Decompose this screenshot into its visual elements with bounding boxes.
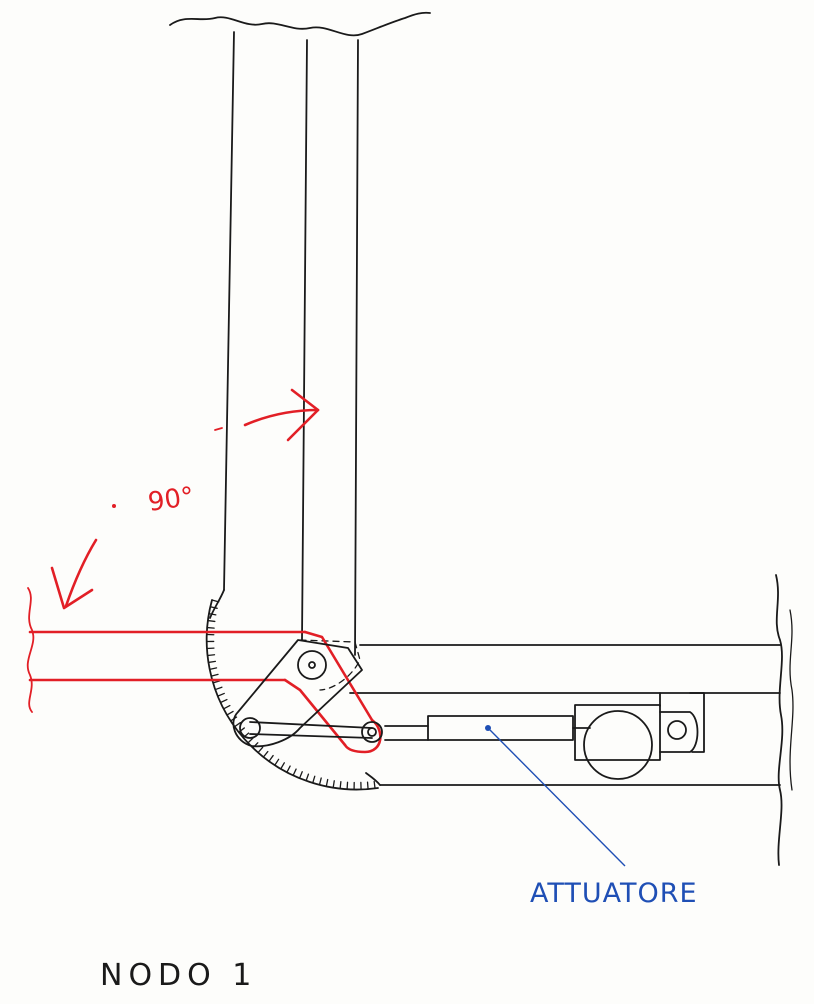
gear-tooth: [214, 686, 223, 691]
horizontal-member: [349, 644, 781, 786]
toothed-sector-gear: [205, 599, 379, 791]
right-break-line-2: [789, 609, 794, 791]
actuator: [384, 692, 705, 780]
gear-tooth: [292, 768, 297, 777]
gear-tooth: [274, 758, 280, 766]
gear-tooth: [268, 754, 274, 762]
gear-tooth: [207, 660, 217, 664]
node-label: NODO 1: [100, 958, 257, 993]
left-break-line-red: [26, 587, 35, 713]
gear-tooth: [209, 606, 218, 609]
gear-tooth: [217, 692, 225, 697]
gear-tooth: [339, 780, 342, 790]
gear-tooth: [318, 777, 322, 786]
gear-tooth: [211, 599, 220, 603]
gear-tooth: [247, 737, 254, 744]
gear-tooth: [305, 773, 310, 782]
gear-tooth: [332, 780, 335, 789]
actuator-label: ATTUATORE: [530, 878, 698, 909]
gear-tooth: [312, 775, 316, 784]
hinge-pivot: [232, 639, 363, 748]
gear-tooth: [286, 765, 291, 773]
vertical-member: [209, 31, 359, 656]
angle-label: 90°: [146, 482, 196, 518]
gear-tooth: [223, 704, 231, 710]
gear-tooth: [209, 667, 218, 670]
gear-tooth: [226, 710, 234, 716]
gear-tooth: [325, 778, 329, 788]
gear-tooth: [206, 654, 216, 657]
gear-tooth: [366, 781, 369, 790]
gear-tooth: [257, 746, 264, 754]
hinge-dashed-outline: [299, 639, 361, 691]
gear-tooth: [208, 613, 217, 616]
gear-tooth: [210, 673, 219, 677]
gear-tooth: [298, 771, 303, 779]
rotation-arc: [50, 388, 320, 610]
gear-tooth: [373, 780, 376, 790]
gear-tooth: [280, 762, 285, 770]
gear-tooth: [206, 626, 215, 629]
actuator-leader-line: [489, 729, 626, 867]
gear-tooth: [207, 619, 216, 623]
gear-tooth: [233, 721, 241, 728]
gear-tooth: [219, 698, 228, 704]
rotated-member-red: [28, 630, 382, 754]
top-break-line: [169, 11, 431, 37]
gear-tooth: [262, 750, 269, 758]
crank-link: [239, 717, 383, 743]
right-break-line: [775, 574, 784, 866]
